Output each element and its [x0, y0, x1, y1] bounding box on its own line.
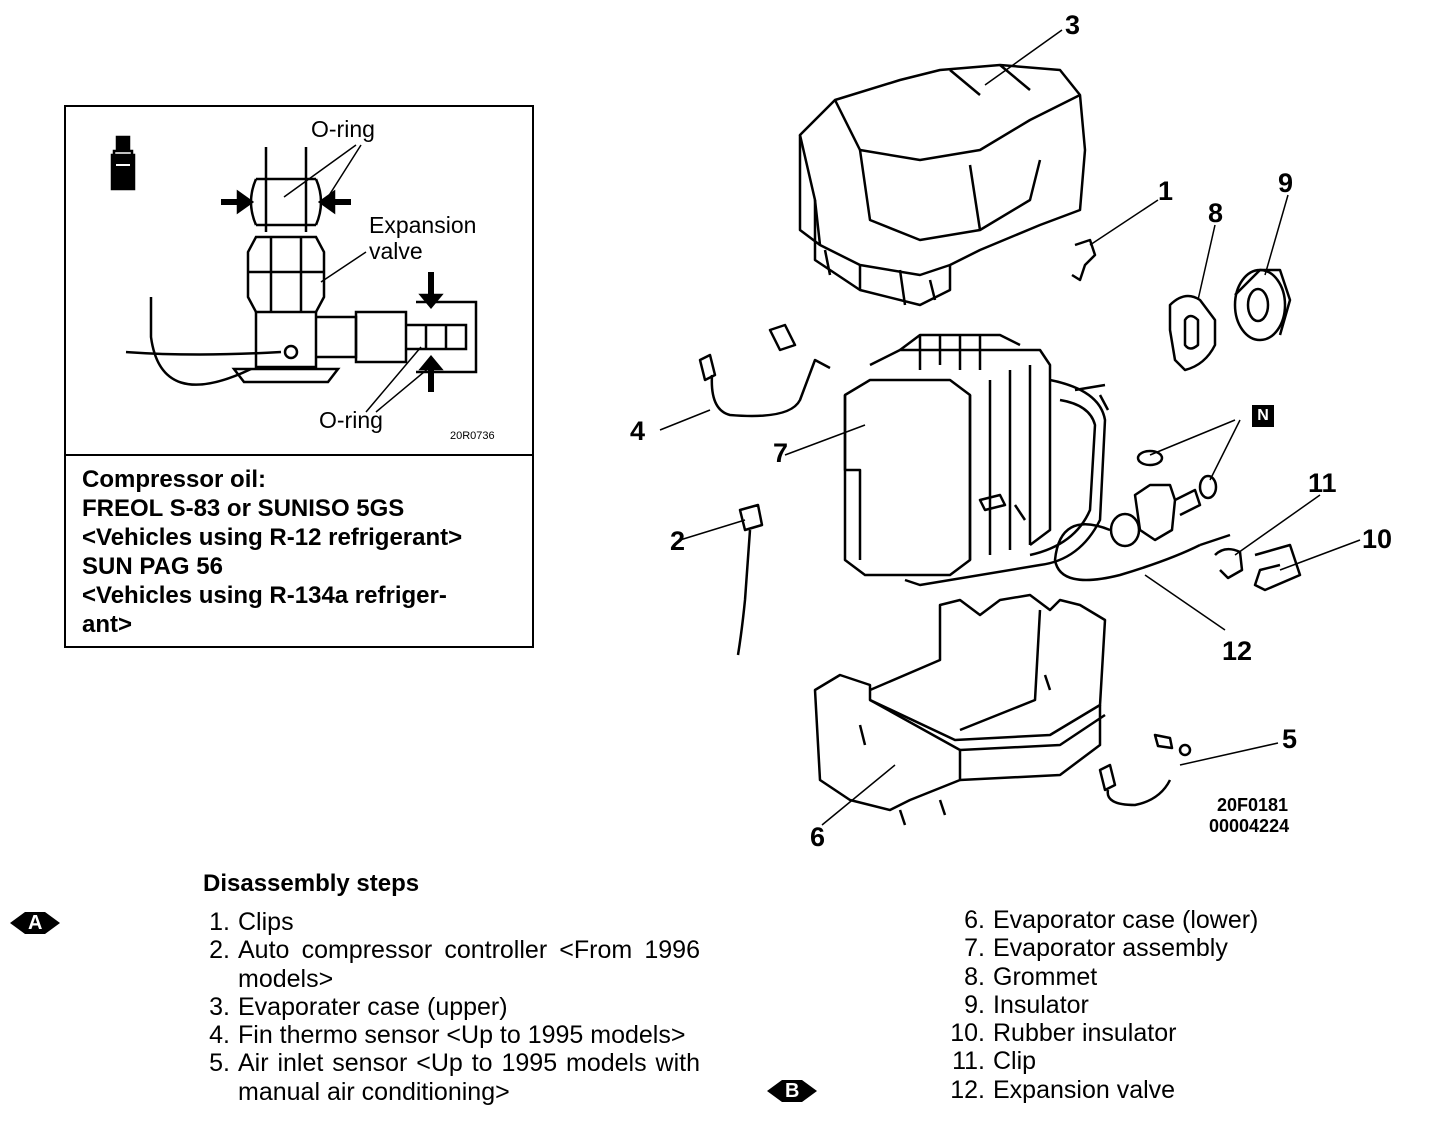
step-number: 7.: [964, 934, 985, 963]
marker-right-arrow-icon: [802, 1080, 818, 1102]
expansion-valve-detail-drawing: [110, 135, 478, 413]
expansion-valve-drawing: [1053, 449, 1231, 582]
step-text: Evaporator case (lower): [993, 906, 1259, 934]
clip-11-drawing: [1214, 547, 1244, 580]
step-number: 8.: [964, 962, 985, 991]
insulator-drawing: [1233, 268, 1292, 342]
callout-11: 11: [1308, 468, 1337, 498]
step-number: 1.: [209, 908, 230, 936]
service-point-marker-a: A: [10, 912, 61, 934]
step-item: 9. Insulator: [935, 991, 1355, 1019]
callout-3: 3: [1065, 10, 1080, 40]
step-text: Expansion valve: [993, 1075, 1176, 1104]
diagram-figure-code-1: 20F0181: [1217, 795, 1289, 815]
step-number: 4.: [209, 1021, 230, 1050]
marker-right-arrow-icon: [45, 912, 61, 934]
step-text: Rubber insulator: [993, 1019, 1177, 1048]
step-number: 11.: [952, 1047, 985, 1076]
step-number: 6.: [964, 906, 985, 934]
expansion-valve-label-line2: valve: [369, 238, 423, 264]
callout-9: 9: [1278, 168, 1293, 198]
step-number: 9.: [964, 990, 985, 1019]
marker-letter: A: [25, 912, 46, 934]
callout-4: 4: [630, 416, 645, 446]
clip-drawing: [1071, 238, 1097, 282]
callout-6: 6: [810, 822, 825, 852]
disassembly-steps-title: Disassembly steps: [203, 870, 420, 897]
step-item: 5. Air inlet sensor <Up to 1995 models w…: [195, 1049, 700, 1106]
step-text: Clip: [993, 1047, 1037, 1076]
evaporator-exploded-diagram: 3 1 8 9 4 7 2 11 10 12 5 6: [630, 10, 1392, 852]
inset-divider: [66, 454, 532, 456]
step-text: Grommet: [993, 962, 1098, 991]
diagram-figure-code-2: 00004224: [1209, 816, 1290, 836]
oil-can-icon: [110, 135, 136, 191]
callout-10: 10: [1362, 524, 1392, 554]
marker-left-arrow-icon: [10, 912, 25, 934]
step-item: 11. Clip: [935, 1047, 1355, 1075]
compressor-oil-note: Compressor oil: FREOL S-83 or SUNISO 5GS…: [82, 465, 522, 639]
oil-note-line: <Vehicles using R-12 refrigerant>: [82, 524, 463, 551]
service-point-marker-b: B: [767, 1080, 818, 1102]
steps-list-right: 6. Evaporator case (lower) 7. Evaporator…: [935, 906, 1355, 1104]
step-number: 5.: [209, 1049, 230, 1078]
callout-12: 12: [1222, 636, 1252, 666]
step-number: 2.: [209, 936, 230, 965]
evaporator-assembly-drawing: [843, 333, 1110, 587]
air-inlet-sensor-drawing: [1098, 733, 1192, 807]
evaporator-case-upper-drawing: [798, 63, 1087, 307]
step-item: 8. Grommet: [935, 963, 1355, 991]
step-text: Fin thermo sensor <Up to 1995 models>: [238, 1021, 686, 1050]
callout-2: 2: [670, 526, 685, 556]
marker-letter: B: [782, 1080, 803, 1102]
oil-note-line: <Vehicles using R-134a refriger-: [82, 582, 447, 609]
expansion-valve-label-line1: Expansion: [369, 212, 477, 238]
evaporator-case-lower-drawing: [813, 593, 1107, 826]
compressor-oil-inset: O-ring Expansion valve O-ring 20R0736 Co…: [64, 105, 534, 648]
step-item: 1. Clips: [195, 908, 700, 936]
step-text: Evaporator assembly: [993, 934, 1228, 963]
callout-7: 7: [773, 438, 788, 468]
step-number: 12.: [950, 1075, 985, 1104]
step-item: 2. Auto compressor controller <From 1996…: [195, 936, 700, 993]
step-text: Insulator: [993, 990, 1089, 1019]
grommet-drawing: [1168, 294, 1217, 372]
step-item: 7. Evaporator assembly: [935, 934, 1355, 962]
rubber-insulator-drawing: [1253, 543, 1302, 592]
step-item: 10. Rubber insulator: [935, 1019, 1355, 1047]
oring-bottom-label: O-ring: [319, 407, 383, 433]
auto-compressor-controller-drawing: [736, 503, 764, 656]
inset-figure-code: 20R0736: [450, 430, 495, 442]
oil-note-line: SUN PAG 56: [82, 553, 223, 580]
callout-1: 1: [1158, 176, 1173, 206]
fin-thermo-sensor-drawing: [698, 323, 831, 418]
step-number: 10.: [950, 1019, 985, 1048]
step-item: 4. Fin thermo sensor <Up to 1995 models>: [195, 1021, 700, 1049]
steps-list-left: 1. Clips 2. Auto compressor controller <…: [195, 908, 700, 1106]
callout-8: 8: [1208, 198, 1223, 228]
step-item: 3. Evaporater case (upper): [195, 993, 700, 1021]
step-text: Air inlet sensor <Up to 1995 models with…: [238, 1049, 700, 1106]
oring-top-label: O-ring: [311, 116, 375, 142]
callout-5: 5: [1282, 724, 1297, 754]
oil-note-line: Compressor oil:: [82, 466, 267, 493]
new-part-badge: N: [1252, 405, 1274, 427]
oil-note-line: FREOL S-83 or SUNISO 5GS: [82, 495, 405, 522]
step-item: 6. Evaporator case (lower): [935, 906, 1355, 934]
step-number: 3.: [209, 992, 230, 1021]
step-item: 12. Expansion valve: [935, 1076, 1355, 1104]
step-text: Clips: [238, 908, 294, 936]
step-text: Evaporater case (upper): [238, 992, 508, 1021]
marker-left-arrow-icon: [767, 1080, 782, 1102]
oil-note-line: ant>: [82, 611, 133, 638]
step-text: Auto compressor controller <From 1996 mo…: [238, 936, 700, 993]
